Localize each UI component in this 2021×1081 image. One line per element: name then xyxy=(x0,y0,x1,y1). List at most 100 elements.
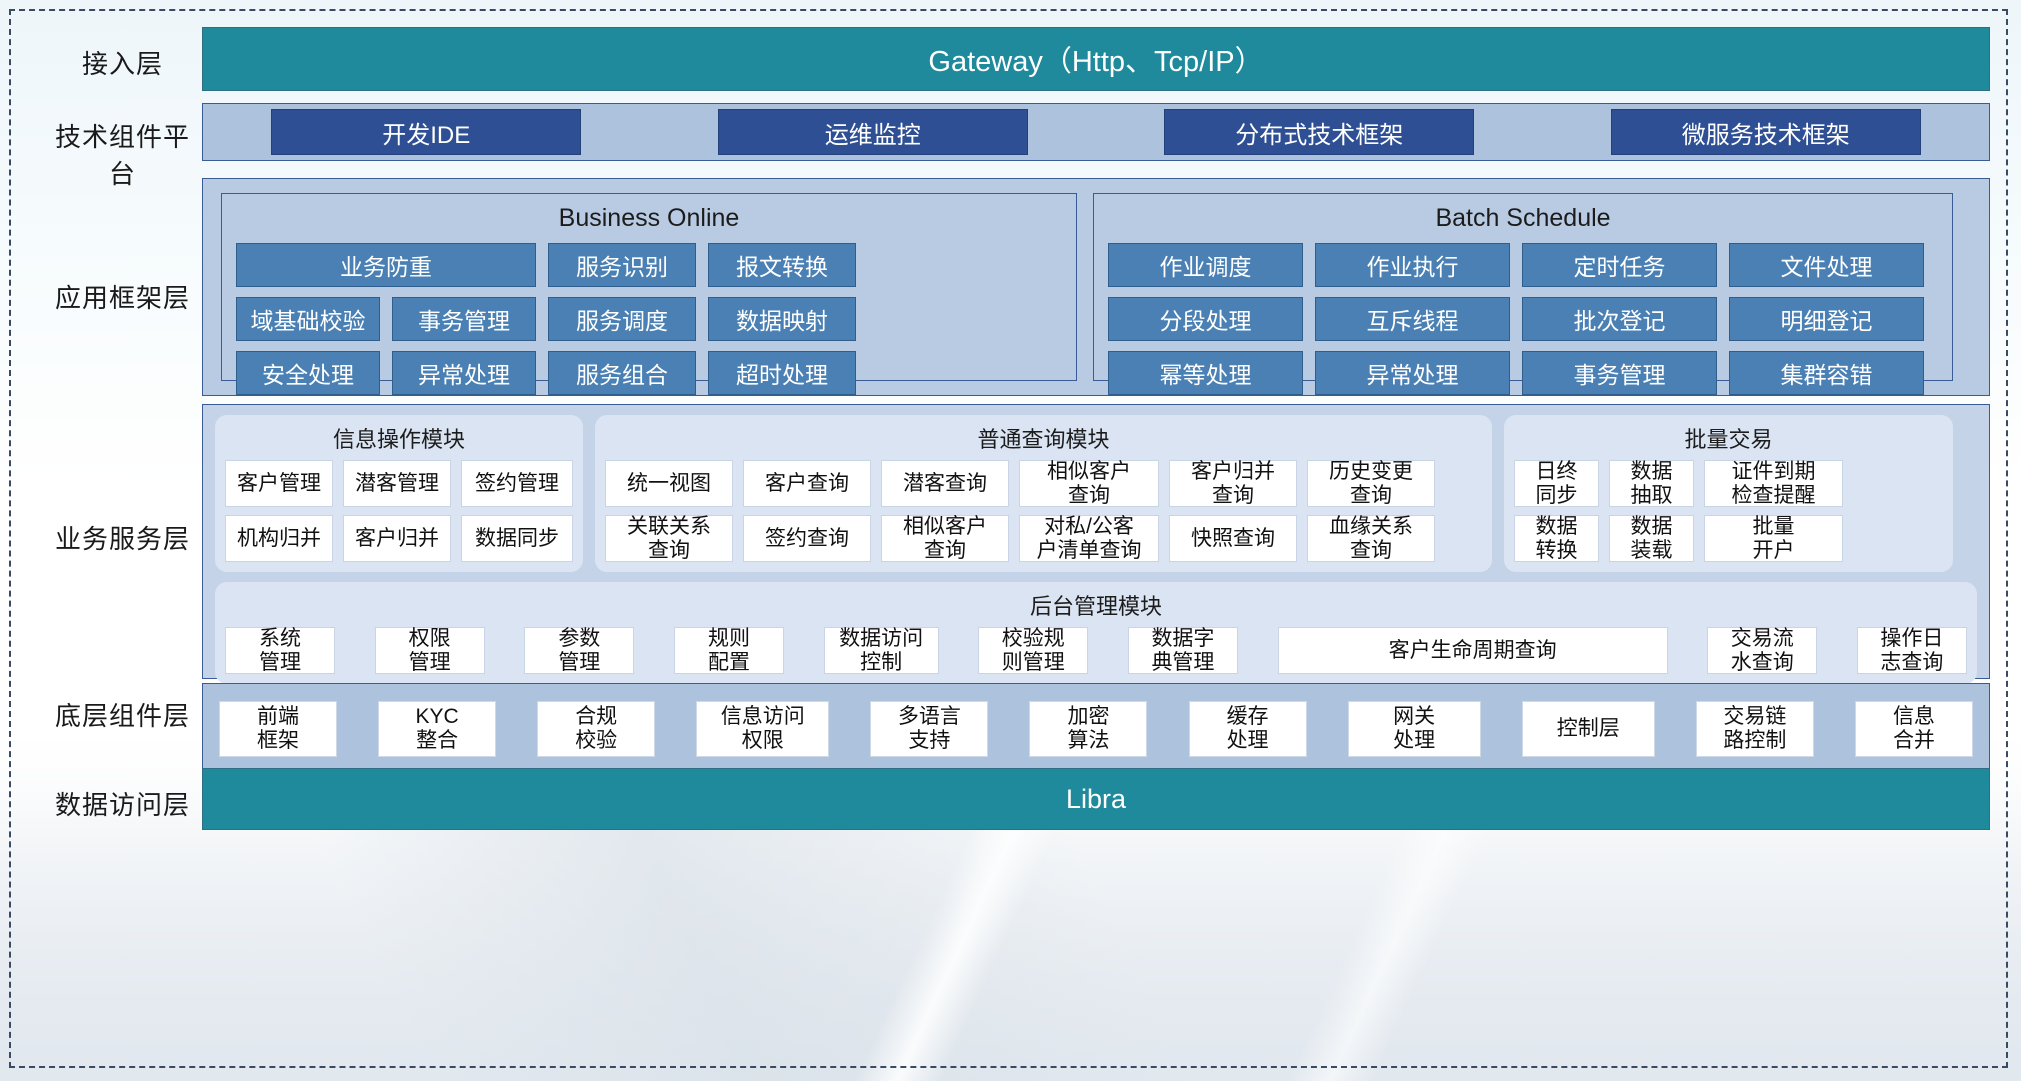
cell-bm-9[interactable]: 操作日 志查询 xyxy=(1856,627,1967,674)
cell-gq-0-3[interactable]: 相似客户 查询 xyxy=(1019,460,1159,507)
cell-gq-0-2[interactable]: 潜客查询 xyxy=(881,460,1009,507)
cell-bt-1-1[interactable]: 数据 装载 xyxy=(1609,515,1694,562)
cell-bc-9[interactable]: 交易链 路控制 xyxy=(1695,701,1814,757)
gateway-bar[interactable]: Gateway（Http、Tcp/IP） xyxy=(202,27,1990,91)
base-component-band: 前端 框架 KYC 整合 合规 校验 信息访问 权限 多语言 支持 加密 算法 … xyxy=(202,683,1990,775)
chip-bs-0-0[interactable]: 作业调度 xyxy=(1108,243,1303,287)
chip-bs-1-2[interactable]: 批次登记 xyxy=(1522,297,1717,341)
cell-bm-3[interactable]: 规则 配置 xyxy=(673,627,784,674)
cell-gq-1-5[interactable]: 血缘关系 查询 xyxy=(1307,515,1435,562)
cell-gq-1-2[interactable]: 相似客户 查询 xyxy=(881,515,1009,562)
cell-bt-1-2[interactable]: 批量 开户 xyxy=(1704,515,1843,562)
tech-chip-microservice[interactable]: 微服务技术框架 xyxy=(1610,109,1921,155)
cell-bt-0-2[interactable]: 证件到期 检查提醒 xyxy=(1704,460,1843,507)
cell-bm-4[interactable]: 数据访问 控制 xyxy=(823,627,939,674)
cell-bt-1-0[interactable]: 数据 转换 xyxy=(1514,515,1599,562)
cell-bc-1[interactable]: KYC 整合 xyxy=(378,701,497,757)
chip-bs-2-0[interactable]: 幂等处理 xyxy=(1108,351,1303,395)
libra-bar[interactable]: Libra xyxy=(202,768,1990,830)
layer-label-access: 接入层 xyxy=(81,49,163,79)
chip-bs-0-1[interactable]: 作业执行 xyxy=(1315,243,1510,287)
io-row-1: 客户管理 潜客管理 签约管理 xyxy=(225,460,573,507)
chip-bo-2-0[interactable]: 安全处理 xyxy=(236,351,380,395)
subpanel-title-info-operation: 信息操作模块 xyxy=(332,427,465,452)
chip-bo-0-1[interactable]: 服务识别 xyxy=(548,243,696,287)
bo-row-3: 安全处理 异常处理 服务组合 超时处理 xyxy=(236,351,1062,395)
subpanel-batch-transaction: 批量交易 日终 同步 数据 抽取 证件到期 检查提醒 数据 转换 数据 装载 批… xyxy=(1504,415,1953,572)
cell-bc-6[interactable]: 缓存 处理 xyxy=(1188,701,1307,757)
cell-gq-0-1[interactable]: 客户查询 xyxy=(743,460,871,507)
cell-bc-0[interactable]: 前端 框架 xyxy=(219,701,337,757)
panel-title-business-online: Business Online xyxy=(558,204,740,232)
subpanel-info-operation: 信息操作模块 客户管理 潜客管理 签约管理 机构归并 客户归并 数据同步 xyxy=(215,415,583,572)
chip-bs-2-3[interactable]: 集群容错 xyxy=(1729,351,1924,395)
cell-bm-1[interactable]: 权限 管理 xyxy=(374,627,485,674)
chip-bo-1-2[interactable]: 服务调度 xyxy=(548,297,696,341)
cell-gq-0-5[interactable]: 历史变更 查询 xyxy=(1307,460,1435,507)
cell-bm-2[interactable]: 参数 管理 xyxy=(524,627,635,674)
cell-bc-8[interactable]: 控制层 xyxy=(1521,701,1655,757)
cell-bm-0[interactable]: 系统 管理 xyxy=(225,627,335,674)
cell-gq-1-1[interactable]: 签约查询 xyxy=(743,515,871,562)
chip-bo-2-2[interactable]: 服务组合 xyxy=(548,351,696,395)
chip-bo-1-3[interactable]: 数据映射 xyxy=(708,297,856,341)
cell-gq-1-3[interactable]: 对私/公客 户清单查询 xyxy=(1019,515,1159,562)
chip-bs-2-1[interactable]: 异常处理 xyxy=(1315,351,1510,395)
chip-bo-1-1[interactable]: 事务管理 xyxy=(392,297,536,341)
subpanel-title-backend-management: 后台管理模块 xyxy=(1029,594,1162,619)
chip-bs-1-3[interactable]: 明细登记 xyxy=(1729,297,1924,341)
cell-bc-2[interactable]: 合规 校验 xyxy=(537,701,656,757)
cell-io-1-0[interactable]: 机构归并 xyxy=(225,515,333,562)
chip-bo-0-2[interactable]: 报文转换 xyxy=(708,243,856,287)
gq-row-2: 关联关系 查询 签约查询 相似客户 查询 对私/公客 户清单查询 快照查询 血缘… xyxy=(605,515,1482,562)
layer-label-business-service: 业务服务层 xyxy=(54,524,190,554)
layer-label-tech-platform: 技术组件平台 xyxy=(54,122,190,189)
panel-business-online: Business Online 业务防重 服务识别 报文转换 域基础校验 事务管… xyxy=(221,193,1077,395)
chip-bo-2-1[interactable]: 异常处理 xyxy=(392,351,536,395)
chip-bs-1-1[interactable]: 互斥线程 xyxy=(1315,297,1510,341)
tech-chip-distributed[interactable]: 分布式技术框架 xyxy=(1164,109,1475,155)
subpanel-title-batch-transaction: 批量交易 xyxy=(1684,427,1773,452)
cell-bm-5[interactable]: 校验规 则管理 xyxy=(978,627,1089,674)
bs-row-2: 分段处理 互斥线程 批次登记 明细登记 xyxy=(1108,297,1938,341)
tech-chip-ops[interactable]: 运维监控 xyxy=(717,109,1028,155)
layer-label-app-framework: 应用框架层 xyxy=(54,283,190,313)
diagram-dashed-border xyxy=(9,9,2008,1068)
layer-label-data-access: 数据访问层 xyxy=(54,790,190,820)
cell-gq-1-0[interactable]: 关联关系 查询 xyxy=(605,515,733,562)
cell-gq-1-4[interactable]: 快照查询 xyxy=(1169,515,1297,562)
subpanel-backend-management: 后台管理模块 系统 管理 权限 管理 参数 管理 规则 配置 数据访问 控制 校… xyxy=(215,582,1977,684)
panel-title-batch-schedule: Batch Schedule xyxy=(1435,204,1611,232)
chip-bs-0-3[interactable]: 文件处理 xyxy=(1729,243,1924,287)
cell-io-0-0[interactable]: 客户管理 xyxy=(225,460,333,507)
cell-bc-10[interactable]: 信息 合并 xyxy=(1854,701,1973,757)
cell-bc-4[interactable]: 多语言 支持 xyxy=(870,701,989,757)
chip-bo-1-0[interactable]: 域基础校验 xyxy=(236,297,380,341)
cell-bm-6[interactable]: 数据字 典管理 xyxy=(1127,627,1238,674)
cell-bc-5[interactable]: 加密 算法 xyxy=(1029,701,1148,757)
chip-bo-2-3[interactable]: 超时处理 xyxy=(708,351,856,395)
cell-gq-0-4[interactable]: 客户归并 查询 xyxy=(1169,460,1297,507)
cell-bt-0-1[interactable]: 数据 抽取 xyxy=(1609,460,1694,507)
cell-io-1-2[interactable]: 数据同步 xyxy=(461,515,573,562)
cell-io-1-1[interactable]: 客户归并 xyxy=(343,515,451,562)
cell-bm-7[interactable]: 客户生命周期查询 xyxy=(1277,627,1668,674)
bo-row-2: 域基础校验 事务管理 服务调度 数据映射 xyxy=(236,297,1062,341)
subpanel-general-query: 普通查询模块 统一视图 客户查询 潜客查询 相似客户 查询 客户归并 查询 历史… xyxy=(595,415,1492,572)
chip-bo-0-0[interactable]: 业务防重 xyxy=(236,243,536,287)
cell-gq-0-0[interactable]: 统一视图 xyxy=(605,460,733,507)
chip-bs-1-0[interactable]: 分段处理 xyxy=(1108,297,1303,341)
tech-platform-band: 开发IDE 运维监控 分布式技术框架 微服务技术框架 xyxy=(202,103,1990,161)
chip-bs-2-2[interactable]: 事务管理 xyxy=(1522,351,1717,395)
cell-bc-3[interactable]: 信息访问 权限 xyxy=(696,701,830,757)
cell-bt-0-0[interactable]: 日终 同步 xyxy=(1514,460,1599,507)
bo-row-1: 业务防重 服务识别 报文转换 xyxy=(236,243,1062,287)
cell-io-0-2[interactable]: 签约管理 xyxy=(461,460,573,507)
app-framework-band: Business Online 业务防重 服务识别 报文转换 域基础校验 事务管… xyxy=(202,178,1990,396)
cell-bm-8[interactable]: 交易流 水查询 xyxy=(1707,627,1818,674)
cell-bc-7[interactable]: 网关 处理 xyxy=(1347,701,1481,757)
cell-io-0-1[interactable]: 潜客管理 xyxy=(343,460,451,507)
tech-chip-ide[interactable]: 开发IDE xyxy=(271,109,582,155)
chip-bs-0-2[interactable]: 定时任务 xyxy=(1522,243,1717,287)
bt-row-1: 日终 同步 数据 抽取 证件到期 检查提醒 xyxy=(1514,460,1943,507)
